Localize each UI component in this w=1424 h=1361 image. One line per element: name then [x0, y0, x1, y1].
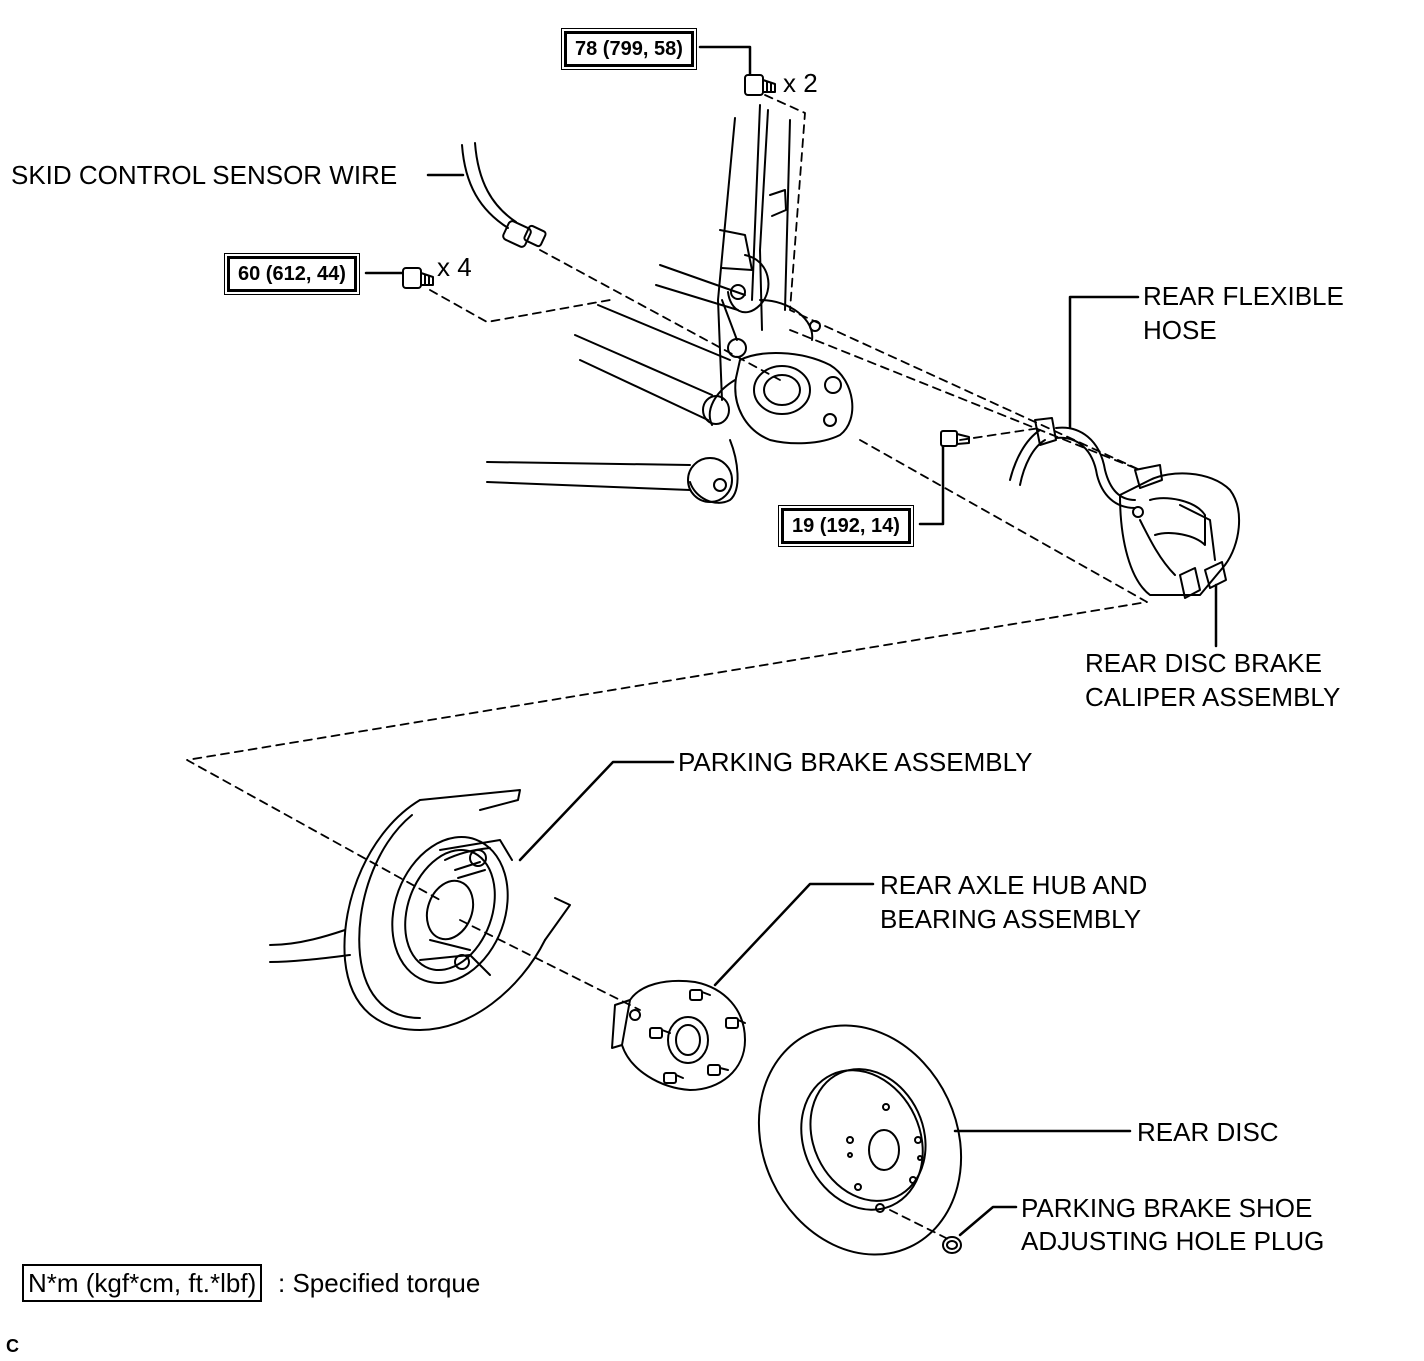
- hose-bolt-icon: [940, 430, 970, 447]
- label-parking-brake-assembly: PARKING BRAKE ASSEMBLY: [678, 747, 1033, 777]
- rear-disc: [757, 1024, 963, 1256]
- torque-spec-hose-bolt: 19 (192, 14): [778, 505, 914, 547]
- leader-lines: [364, 45, 1218, 1237]
- label-rear-flexible-hose-line1: REAR FLEXIBLE: [1143, 281, 1344, 311]
- skid-sensor-wire: [461, 142, 547, 248]
- label-caliper-line1: REAR DISC BRAKE: [1085, 648, 1322, 678]
- label-hub-bearing-line2: BEARING ASSEMBLY: [880, 904, 1142, 934]
- parking-brake-assembly: [269, 789, 571, 1031]
- label-caliper-line2: CALIPER ASSEMBLY: [1085, 682, 1341, 712]
- label-hub-bearing-line1: REAR AXLE HUB AND: [880, 870, 1148, 900]
- label-skid-control-sensor-wire: SKID CONTROL SENSOR WIRE: [11, 160, 398, 190]
- brake-caliper: [1119, 464, 1241, 599]
- legend-description: : Specified torque: [278, 1268, 481, 1298]
- bolt-count-hub: x 4: [437, 252, 472, 282]
- legend-torque-unit: N*m (kgf*cm, ft.*lbf): [22, 1264, 263, 1302]
- label-hole-plug-line1: PARKING BRAKE SHOE: [1021, 1193, 1313, 1223]
- rear-suspension-knuckle: [486, 104, 854, 504]
- label-rear-flexible-hose-line2: HOSE: [1143, 315, 1217, 345]
- bracket-bolt-icon: [744, 74, 776, 96]
- alignment-lines: [186, 94, 1148, 1241]
- hole-plug-icon: [942, 1236, 962, 1254]
- corner-mark: C: [6, 1336, 19, 1356]
- label-hole-plug-line2: ADJUSTING HOLE PLUG: [1021, 1226, 1325, 1256]
- torque-spec-hub-bolt: 60 (612, 44): [224, 253, 360, 295]
- flexible-hose: [1009, 417, 1136, 509]
- hub-bolt-icon: [402, 267, 434, 289]
- bolt-count-bracket: x 2: [783, 68, 818, 98]
- label-rear-disc: REAR DISC: [1137, 1117, 1279, 1147]
- torque-spec-bracket-bolt: 78 (799, 58): [561, 28, 697, 70]
- axle-hub-bearing: [611, 979, 746, 1091]
